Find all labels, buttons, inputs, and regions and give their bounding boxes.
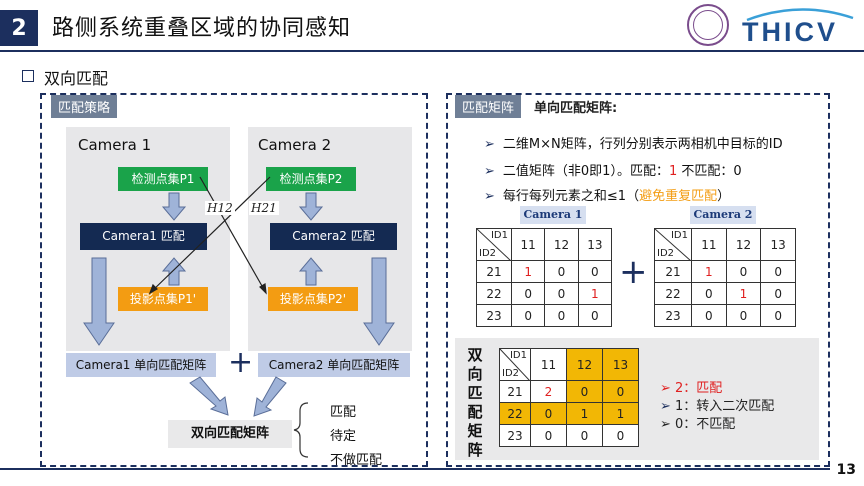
matrix-plus-sign: + [619, 252, 648, 292]
table-row: 23 0 0 0 [476, 304, 613, 327]
camera1-title: Camera 1 [78, 136, 152, 154]
bullet-arrow-icon: ➢ [484, 137, 495, 152]
camera1-match-box: Camera1 匹配 [80, 223, 207, 250]
square-bullet-icon [22, 70, 34, 82]
page-title: 路侧系统重叠区域的协同感知 [52, 16, 352, 41]
col-header: 11 [510, 228, 546, 261]
table-row: 21 1 0 0 [654, 260, 796, 283]
homography-h12-label: H12 [205, 201, 235, 215]
bullet-arrow-icon: ➢ [484, 189, 495, 204]
legend-second-match: ➢ 1：转入二次匹配 [660, 399, 775, 414]
bullet-2: ➢二值矩阵（非0即1）。匹配：1 不匹配：0 [484, 164, 742, 179]
camera2-oneway-matrix-box: Camera2 单向匹配矩阵 [258, 353, 410, 377]
col-header: 12 [544, 228, 579, 261]
outcome-match: 匹配 [330, 405, 357, 420]
outcome-no-match: 不做匹配 [330, 453, 383, 468]
matching-strategy-panel [40, 93, 428, 467]
outcome-pending: 待定 [330, 429, 357, 444]
legend-match: ➢ 2：匹配 [660, 381, 723, 396]
logo-swoosh-icon [746, 8, 854, 22]
legend-arrow-icon: ➢ [660, 417, 676, 432]
table-row: 22 0 1 1 [499, 402, 639, 425]
legend-arrow-icon: ➢ [660, 381, 676, 396]
table-row: 22 0 0 1 [476, 282, 613, 305]
arrow-matrix1-to-result [189, 376, 229, 416]
university-seal-icon [687, 4, 729, 46]
camera1-matrix-caption: Camera 1 [520, 206, 586, 224]
matching-strategy-tag: 匹配策略 [51, 95, 118, 118]
detect-set-p2: 检测点集P2 [266, 167, 356, 191]
arrow-p2proj-up [298, 257, 324, 286]
table-row: 23 0 0 0 [499, 424, 639, 447]
oneway-matrix-subtitle: 单向匹配矩阵: [534, 101, 618, 116]
header-divider [0, 50, 864, 52]
col-header: 11 [530, 348, 567, 381]
col-header: 11 [691, 228, 727, 261]
footer-divider [0, 468, 830, 470]
arrow-cam2-to-matrix [363, 257, 395, 346]
section-number-badge: 2 [0, 10, 38, 46]
col-header: 12 [725, 228, 762, 261]
arrow-cam1-to-matrix [83, 257, 115, 346]
legend-arrow-icon: ➢ [660, 399, 676, 414]
table-row: 21 2 0 0 [499, 380, 639, 403]
arrow-p2-down [298, 192, 324, 221]
camera2-matrix-caption: Camera 2 [690, 206, 756, 224]
homography-h21-label: H21 [249, 201, 279, 215]
matching-matrix-tag: 匹配矩阵 [455, 95, 522, 118]
camera2-match-box: Camera2 匹配 [270, 223, 397, 250]
bidirectional-matrix-label: 双向匹配矩阵 [467, 346, 483, 459]
projected-set-p2: 投影点集P2' [268, 287, 358, 311]
col-header: 13 [602, 348, 639, 381]
matching-matrix-panel [446, 93, 830, 467]
detect-set-p1: 检测点集P1 [118, 167, 208, 191]
flow-arrows [83, 176, 395, 458]
projected-set-p1: 投影点集P1' [118, 287, 208, 311]
section-title: 双向匹配 [44, 69, 109, 88]
bullet-arrow-icon: ➢ [484, 164, 495, 179]
page-number: 13 [836, 462, 856, 478]
camera1-oneway-matrix-box: Camera1 单向匹配矩阵 [66, 353, 216, 377]
table-row: 22 0 1 0 [654, 282, 796, 305]
arrow-matrix2-to-result [253, 376, 287, 417]
col-header: 12 [566, 348, 603, 381]
legend-no-match: ➢ 0：不匹配 [660, 417, 736, 432]
bullet-1: ➢二维M×N矩阵，行列分别表示两相机中目标的ID [484, 137, 783, 152]
outcome-brace [293, 402, 309, 458]
camera2-title: Camera 2 [258, 136, 332, 154]
arrow-p1-down [161, 192, 187, 221]
thicv-logo: THICV [742, 17, 838, 47]
table-row: 21 1 0 0 [476, 260, 613, 283]
table-row: 23 0 0 0 [654, 304, 796, 327]
plus-sign: + [228, 345, 254, 380]
col-header: 13 [760, 228, 796, 261]
col-header: 13 [577, 228, 613, 261]
bullet-3: ➢每行每列元素之和≤1（避免重复匹配） [484, 189, 731, 204]
bidirectional-matrix-box: 双向匹配矩阵 [168, 420, 292, 448]
